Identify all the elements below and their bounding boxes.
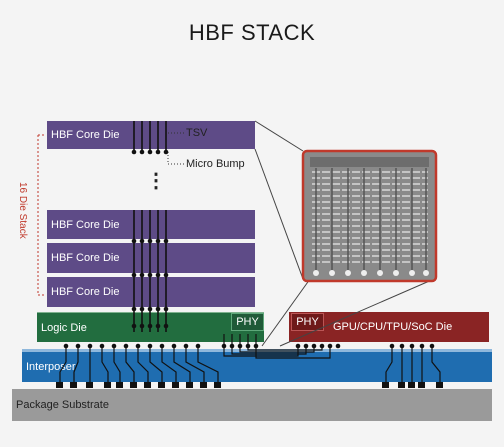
gpu-bumps — [295, 343, 435, 349]
logic-phy: PHY — [231, 313, 264, 331]
bumps-top — [131, 149, 169, 155]
ellipsis: ⋮ — [146, 170, 166, 192]
hbf-core-die-top: HBF Core Die — [47, 121, 255, 149]
gpu-phy: PHY — [291, 313, 324, 331]
package-substrate: Package Substrate — [12, 389, 492, 421]
substrate-label: Package Substrate — [16, 399, 109, 411]
core-die-label: HBF Core Die — [51, 129, 120, 141]
core-die-label: HBF Core Die — [51, 252, 120, 264]
hbf-core-die-3: HBF Core Die — [47, 277, 255, 307]
tsv-stack — [133, 210, 167, 332]
logic-die-label: Logic Die — [41, 321, 87, 334]
hbf-core-die-1: HBF Core Die — [47, 210, 255, 239]
hbf-core-die-2: HBF Core Die — [47, 243, 255, 273]
interposer-wires — [59, 348, 441, 384]
tsv-label: TSV — [186, 127, 208, 139]
inset-columns — [315, 168, 427, 270]
substrate-bumps — [56, 382, 443, 388]
gpu-die-label: GPU/CPU/TPU/SoC Die — [333, 321, 453, 333]
micro-bump-leader — [167, 152, 184, 165]
zoom-connectors — [254, 120, 435, 347]
stack-bracket — [37, 134, 46, 296]
inset-bumps — [313, 270, 429, 276]
micro-bump-label: Micro Bump — [186, 158, 245, 170]
bumps-stack — [131, 238, 169, 329]
core-die-label: HBF Core Die — [51, 218, 120, 231]
phy-wires — [223, 334, 331, 359]
core-die-label: HBF Core Die — [51, 286, 120, 298]
interposer-label: Interposer — [26, 361, 76, 373]
inset-rows — [312, 171, 428, 263]
tsv-top — [133, 121, 167, 151]
diagram-title: HBF STACK — [188, 20, 316, 45]
logic-bumps — [63, 343, 259, 349]
zoom-inset — [301, 149, 438, 283]
